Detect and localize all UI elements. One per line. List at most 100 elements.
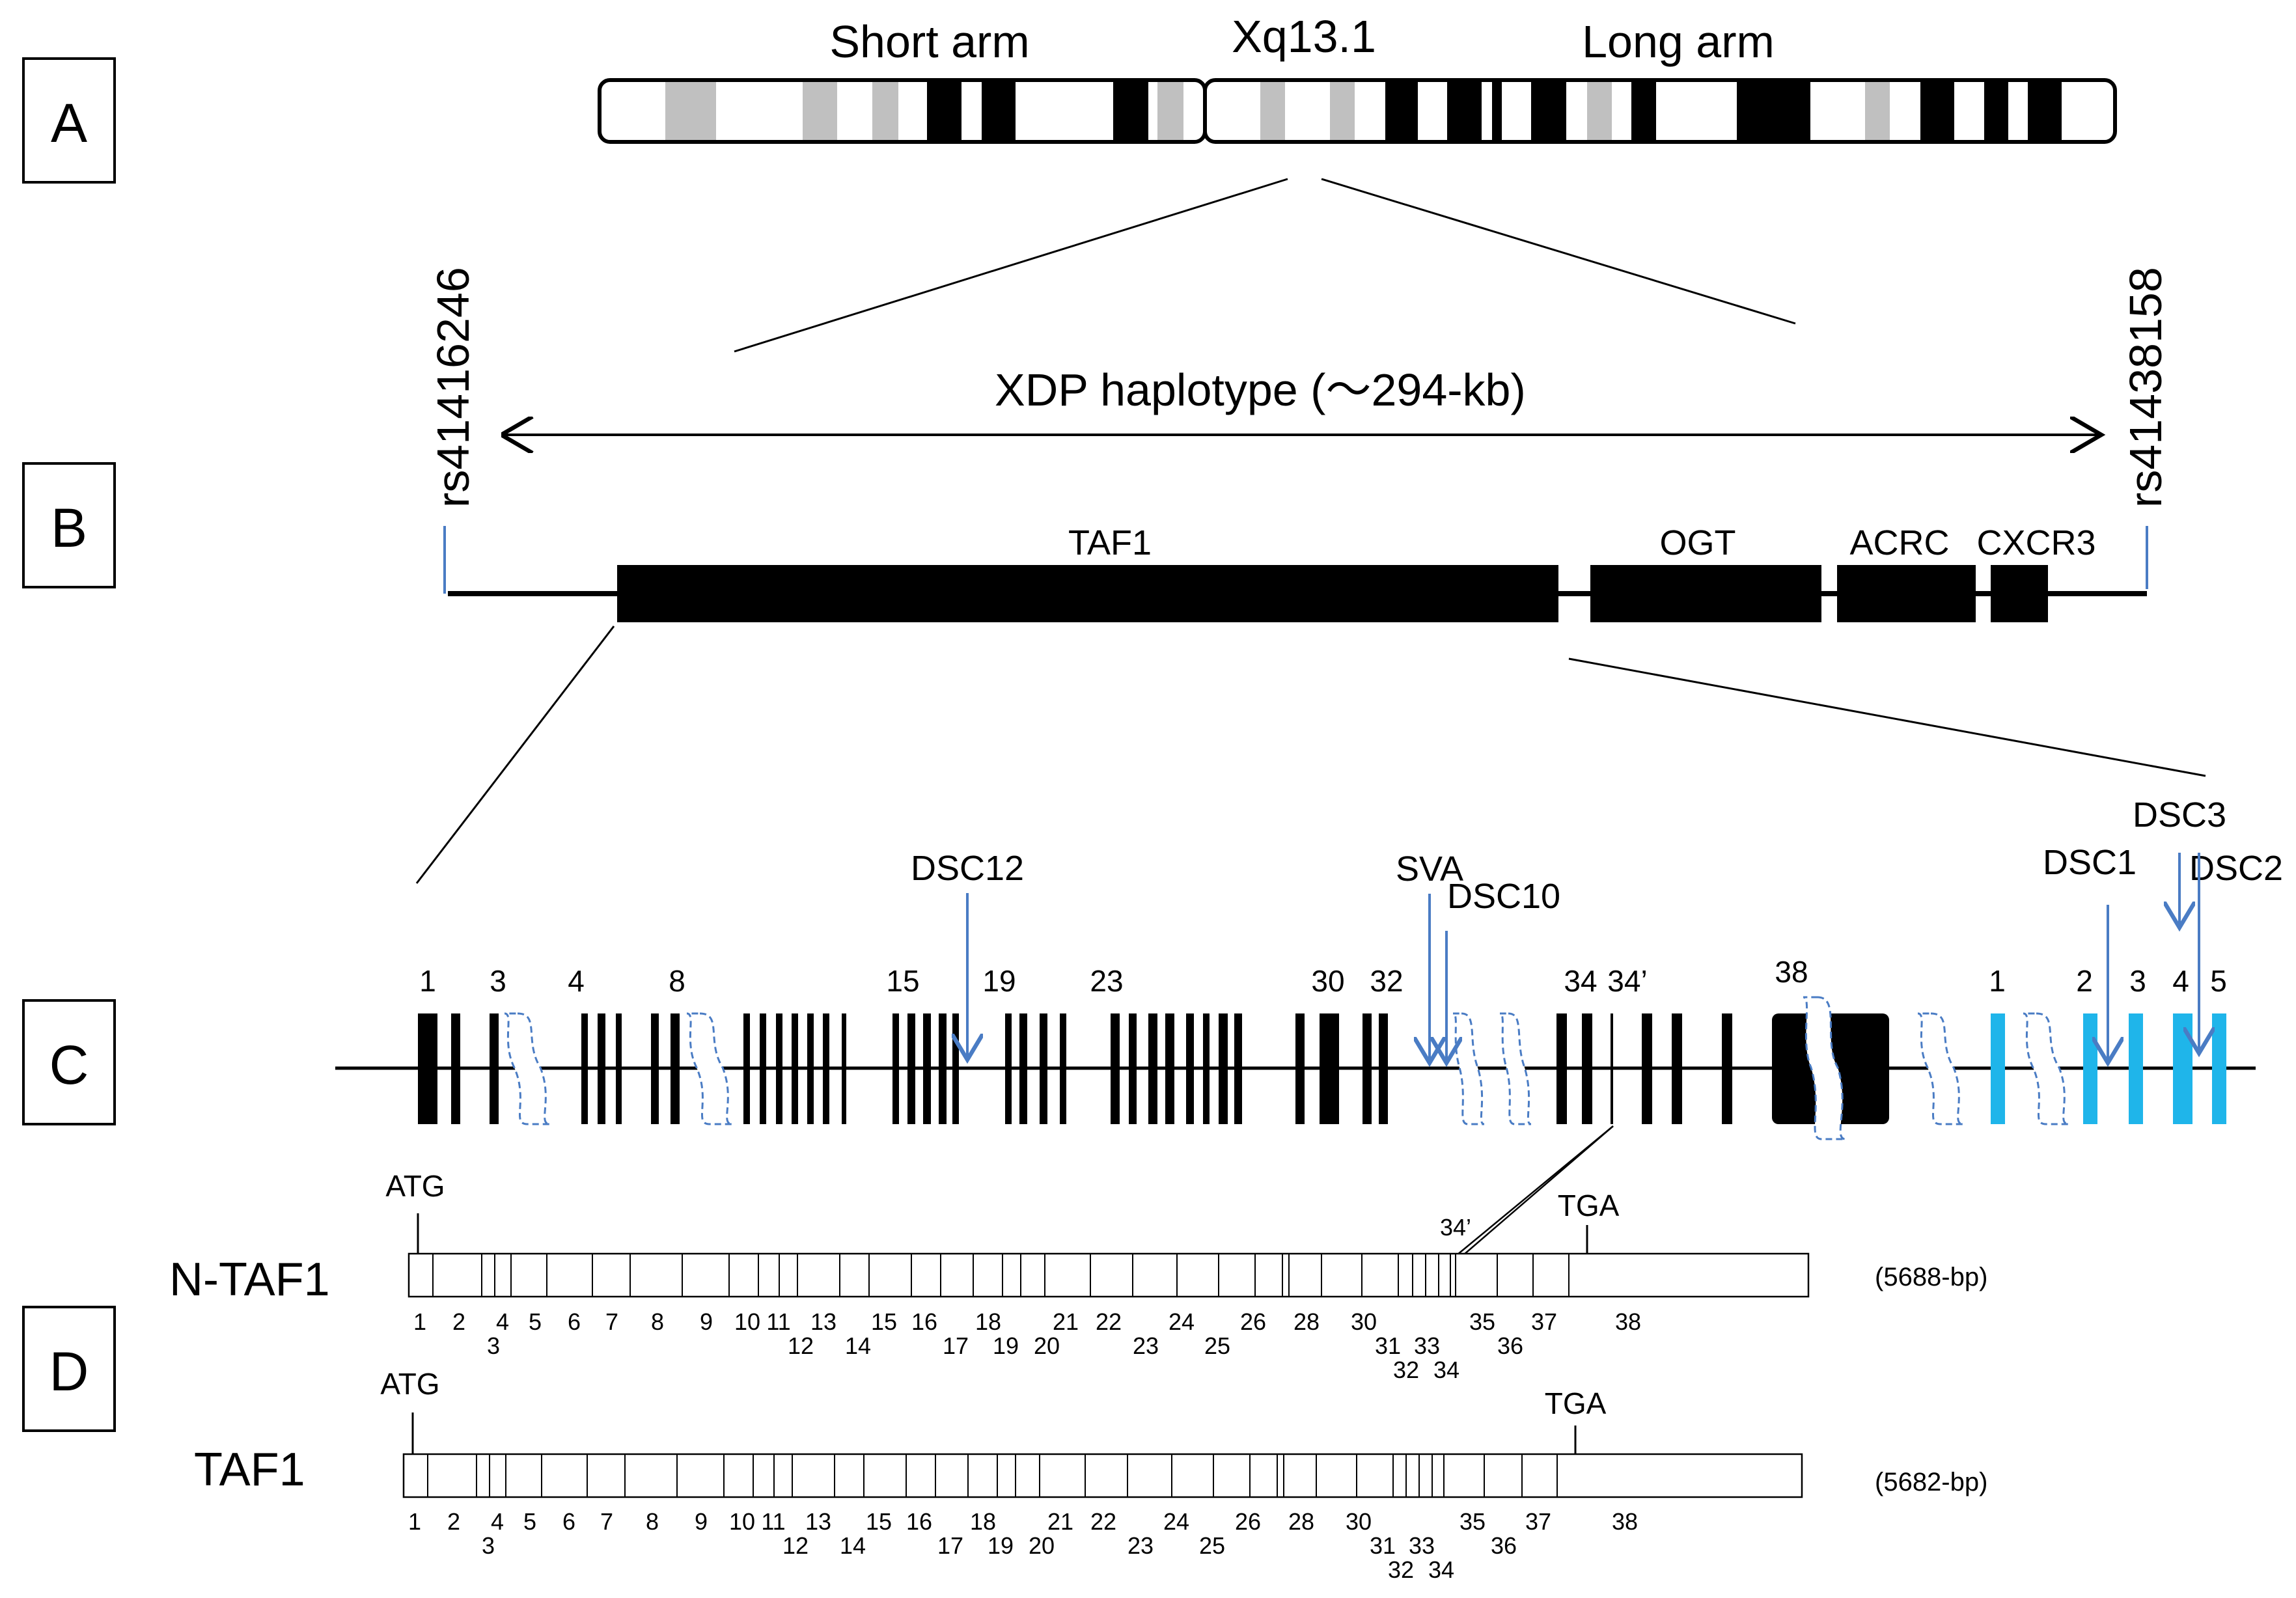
atg-label-2: ATG xyxy=(380,1367,439,1401)
gene-label-acrc: ACRC xyxy=(1849,523,1949,562)
gene-label-cxcr3: CXCR3 xyxy=(1976,523,2095,562)
dsc3-label: DSC3 xyxy=(2133,795,2226,834)
label: A xyxy=(51,92,87,154)
exon-labels-n-taf1: 1 2 4 5 6 7 8 9 10 11 13 15 16 18 21 22 … xyxy=(413,1308,1641,1383)
panel-letter-d: D xyxy=(22,1306,116,1432)
label: 34 xyxy=(1428,1556,1454,1583)
label: 33 xyxy=(1414,1332,1440,1359)
label: 5 xyxy=(523,1508,536,1535)
label: 20 xyxy=(1034,1332,1060,1359)
label: 35 xyxy=(1469,1308,1495,1335)
label: 3 xyxy=(2129,964,2146,998)
label: 22 xyxy=(1096,1308,1122,1335)
label: 4 xyxy=(491,1508,504,1535)
label: 23 xyxy=(1090,964,1123,998)
label: 9 xyxy=(695,1508,708,1535)
label: 37 xyxy=(1525,1508,1551,1535)
taf1-exon-map: 1 3 4 8 15 19 23 30 32 34 34’ 38 1 2 3 4… xyxy=(335,795,2283,1140)
label: 8 xyxy=(669,964,685,998)
transcript-n-taf1: N-TAF1 ATG TGA 34’ (5688- xyxy=(169,1169,1987,1383)
label: 21 xyxy=(1047,1508,1073,1535)
label: 34 xyxy=(1433,1357,1459,1383)
label: 34 xyxy=(1564,964,1597,998)
insertion-markers: DSC12 SVA DSC10 DSC1 DSC3 DSC2 xyxy=(911,795,2283,1063)
haplotype-region: XDP haplotype (～294-kb) rs41416246 rs414… xyxy=(428,267,2171,622)
snp-right-label: rs41438158 xyxy=(2120,267,2171,508)
label: 19 xyxy=(993,1332,1019,1359)
label: 14 xyxy=(840,1532,866,1559)
panel-letter-b: B xyxy=(22,462,116,588)
tga-label-1: TGA xyxy=(1558,1189,1620,1222)
label: 30 xyxy=(1346,1508,1372,1535)
label: 21 xyxy=(1053,1308,1079,1335)
label: 25 xyxy=(1204,1332,1230,1359)
label: 2 xyxy=(2076,964,2093,998)
label: 24 xyxy=(1169,1308,1195,1335)
label: 36 xyxy=(1497,1332,1523,1359)
label: 4 xyxy=(496,1308,509,1335)
exon-number-labels: 1 3 4 8 15 19 23 30 32 34 34’ 38 xyxy=(419,955,1808,998)
label: 38 xyxy=(1775,955,1808,989)
label: 8 xyxy=(646,1508,659,1535)
label: 17 xyxy=(943,1332,969,1359)
label: 7 xyxy=(605,1308,618,1335)
label: 18 xyxy=(975,1308,1001,1335)
panel-letter-a: A xyxy=(22,57,116,184)
label: 35 xyxy=(1459,1508,1486,1535)
label: 24 xyxy=(1163,1508,1189,1535)
gene-label-ogt: OGT xyxy=(1660,523,1736,562)
label: 23 xyxy=(1133,1332,1159,1359)
atg-label-1: ATG xyxy=(385,1169,445,1203)
label: 16 xyxy=(906,1508,932,1535)
band-label: Xq13.1 xyxy=(1232,11,1376,62)
label: 26 xyxy=(1235,1508,1261,1535)
dsc1-label: DSC1 xyxy=(2043,843,2137,882)
label: B xyxy=(51,497,87,558)
label: 2 xyxy=(447,1508,460,1535)
label: 5 xyxy=(529,1308,542,1335)
label: 10 xyxy=(729,1508,755,1535)
label: 28 xyxy=(1288,1508,1314,1535)
label: 15 xyxy=(871,1308,897,1335)
haplotype-label: XDP haplotype (～294-kb) xyxy=(995,365,1526,415)
dsc10-label: DSC10 xyxy=(1447,877,1560,916)
transcript-name-taf1: TAF1 xyxy=(194,1444,305,1496)
transcript-length-n-taf1: (5688-bp) xyxy=(1875,1263,1987,1291)
label: 1 xyxy=(408,1508,421,1535)
label: 22 xyxy=(1090,1508,1116,1535)
panel-letter-c: C xyxy=(22,999,116,1125)
gene-cxcr3 xyxy=(1991,565,2048,622)
label: 9 xyxy=(700,1308,713,1335)
label: 3 xyxy=(482,1532,495,1559)
label: 5 xyxy=(2210,964,2227,998)
label: 1 xyxy=(419,964,436,998)
label: 13 xyxy=(810,1308,837,1335)
label: 20 xyxy=(1029,1532,1055,1559)
transcript-length-taf1: (5682-bp) xyxy=(1875,1468,1987,1496)
sva-exon-number-labels: 1 2 3 4 5 xyxy=(1989,964,2227,998)
label: 25 xyxy=(1199,1532,1225,1559)
label: 38 xyxy=(1612,1508,1638,1535)
label: C xyxy=(49,1034,89,1095)
label: 14 xyxy=(845,1332,871,1359)
label: 16 xyxy=(911,1308,937,1335)
transcript-taf1: TAF1 ATG TGA (5682-bp) xyxy=(194,1367,1987,1583)
sva-exons xyxy=(1991,1013,2226,1124)
label: 31 xyxy=(1375,1332,1401,1359)
snp-left-label: rs41416246 xyxy=(428,267,478,508)
label: 11 xyxy=(761,1508,785,1535)
label: 15 xyxy=(866,1508,892,1535)
tga-label-2: TGA xyxy=(1545,1386,1607,1420)
sva-label: SVA xyxy=(1396,849,1463,889)
long-arm-label: Long arm xyxy=(1582,16,1775,67)
label: 10 xyxy=(734,1308,760,1335)
label: 3 xyxy=(487,1332,500,1359)
label: 19 xyxy=(988,1532,1014,1559)
gene-taf1 xyxy=(617,565,1558,622)
label: 32 xyxy=(1370,964,1403,998)
label: 30 xyxy=(1311,964,1344,998)
label: 34’ xyxy=(1607,964,1647,998)
label: 33 xyxy=(1409,1532,1435,1559)
label: 11 xyxy=(766,1308,790,1335)
label: 6 xyxy=(562,1508,575,1535)
